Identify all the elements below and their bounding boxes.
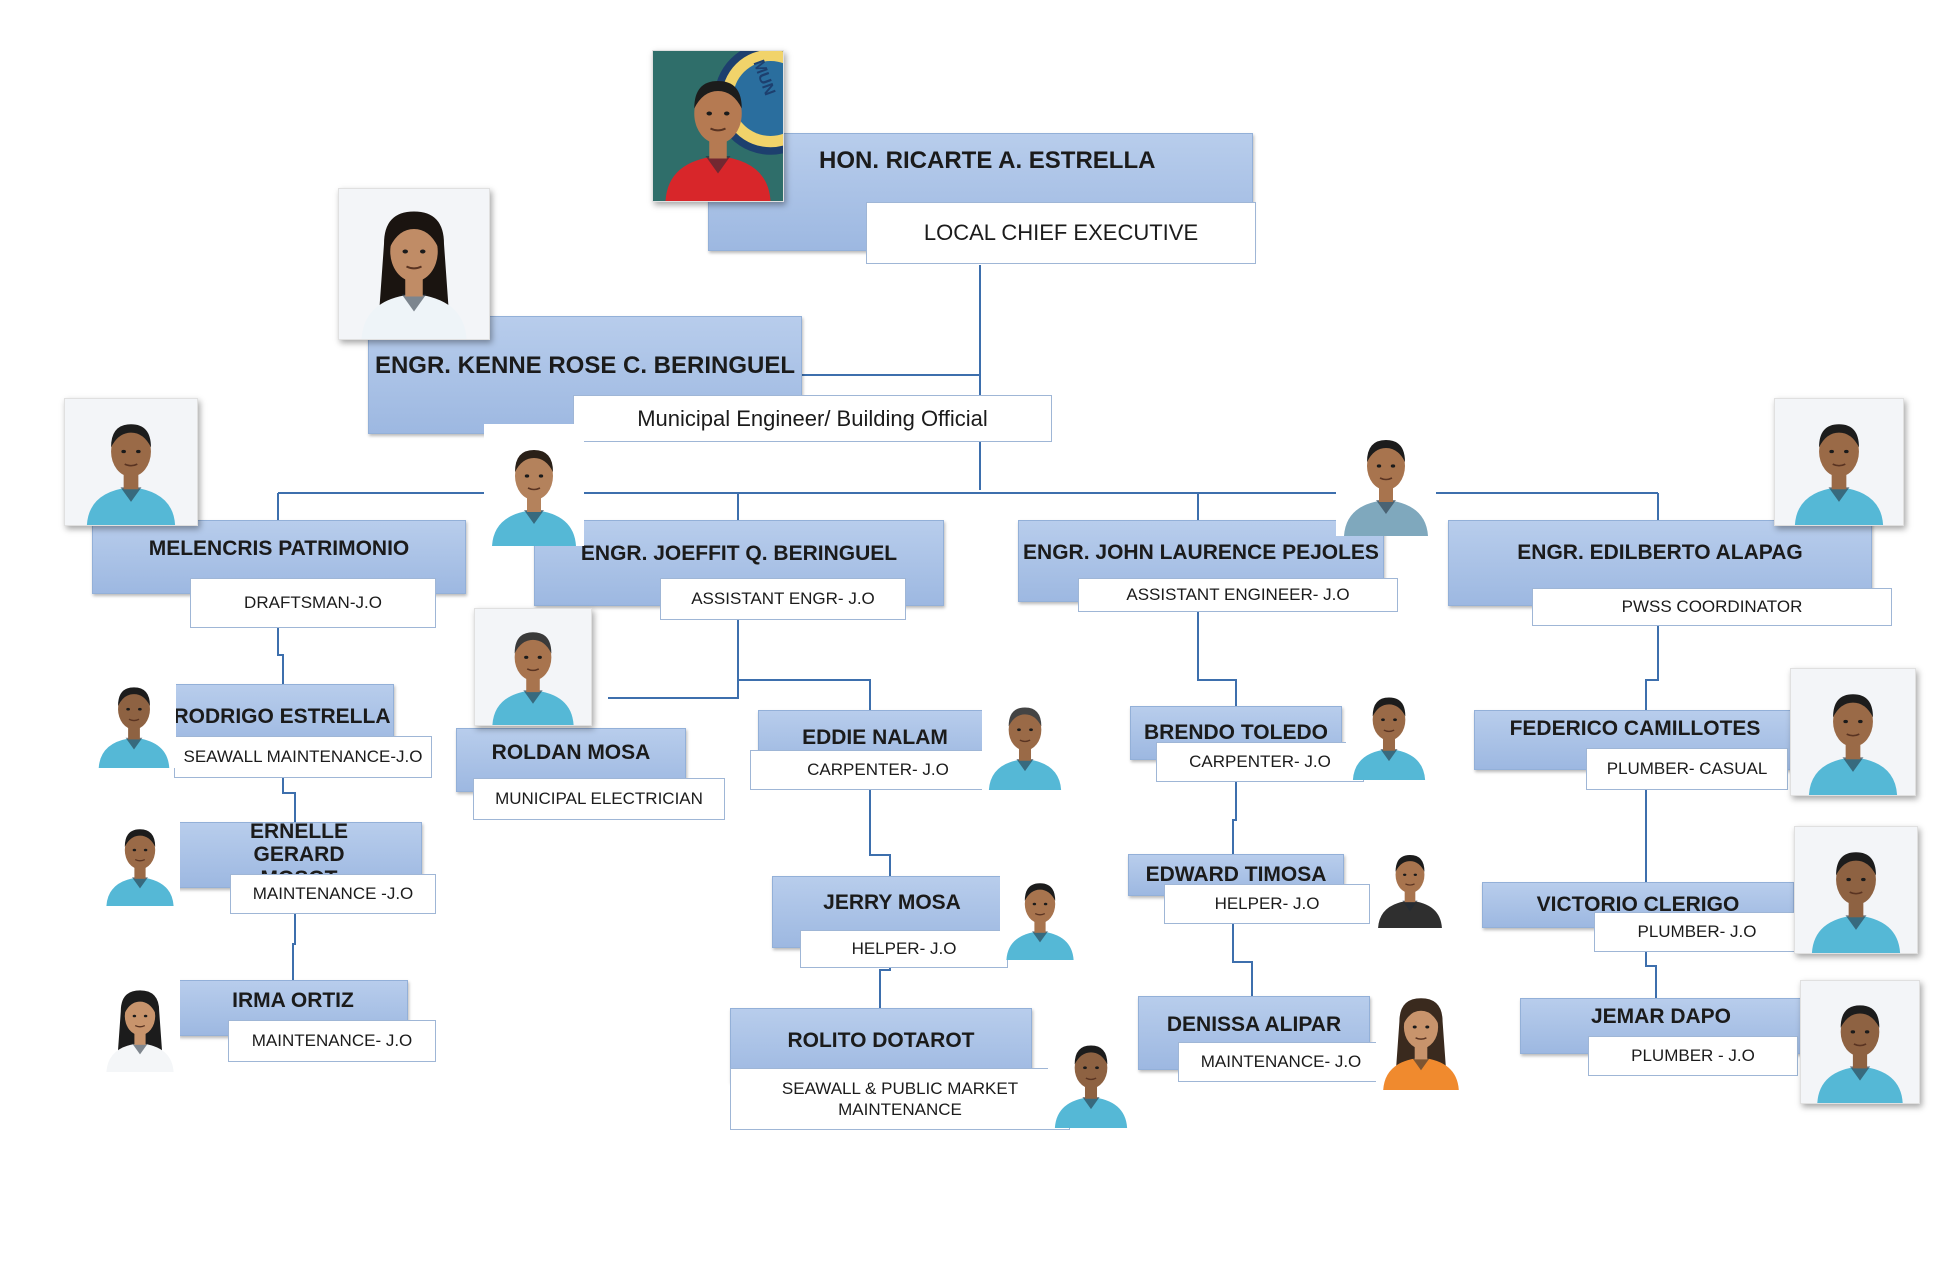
photo-federico <box>1790 668 1916 796</box>
portrait-rodrigo <box>98 687 170 768</box>
portrait-eddie <box>988 707 1062 790</box>
photo-brendo <box>1346 674 1432 780</box>
role-rolito: SEAWALL & PUBLIC MARKET MAINTENANCE <box>730 1068 1070 1130</box>
role-ricarte: LOCAL CHIEF EXECUTIVE <box>866 202 1256 264</box>
portrait-ricarte <box>665 51 783 201</box>
photo-rolito <box>1048 1020 1134 1128</box>
photo-john <box>1336 416 1436 536</box>
name-jemar: JEMAR DAPO <box>1590 1005 1732 1028</box>
role-rodrigo: SEAWALL MAINTENANCE-J.O <box>174 736 432 778</box>
photo-jerry <box>1000 860 1080 960</box>
photo-edward <box>1372 828 1448 928</box>
portrait-joeffit <box>492 450 576 546</box>
role-edilberto: PWSS COORDINATOR <box>1532 588 1892 626</box>
name-john: ENGR. JOHN LAURENCE PEJOLES <box>1023 541 1379 564</box>
role-rolito-text: SEAWALL & PUBLIC MARKET MAINTENANCE <box>781 1078 1019 1119</box>
portrait-rolito <box>1054 1045 1128 1128</box>
name-edward: EDWARD TIMOSA <box>1145 863 1327 887</box>
photo-joeffit <box>484 424 584 546</box>
portrait-jemar <box>1817 1005 1903 1103</box>
connector-melencris-chain <box>277 628 296 980</box>
photo-denissa <box>1376 980 1466 1090</box>
name-victorio: VICTORIO CLERIGO <box>1536 893 1740 917</box>
portrait-kenne <box>361 211 467 339</box>
photo-jemar <box>1800 980 1920 1104</box>
role-edward: HELPER- J.O <box>1164 884 1370 924</box>
connector-john-chain <box>1197 610 1253 996</box>
portrait-edilberto <box>1794 424 1884 525</box>
portrait-brendo <box>1352 697 1426 780</box>
role-jemar: PLUMBER - J.O <box>1588 1036 1798 1076</box>
connector-edilberto-chain <box>1645 625 1659 998</box>
photo-irma <box>100 968 180 1072</box>
name-rodrigo: RODRIGO ESTRELLA <box>173 705 391 728</box>
photo-roldan <box>474 608 592 726</box>
name-melencris: MELENCRIS PATRIMONIO <box>148 537 410 560</box>
name-roldan: ROLDAN MOSA <box>491 741 651 764</box>
role-brendo: CARPENTER- J.O <box>1156 742 1364 782</box>
photo-ricarte: MUN <box>652 50 784 202</box>
role-federico: PLUMBER- CASUAL <box>1586 748 1788 790</box>
portrait-irma <box>106 990 174 1072</box>
portrait-jerry <box>1006 883 1074 960</box>
role-roldan: MUNICIPAL ELECTRICIAN <box>473 778 725 820</box>
portrait-roldan <box>492 632 574 725</box>
name-ricarte: HON. RICARTE A. ESTRELLA <box>819 147 1156 174</box>
portrait-federico <box>1808 694 1898 795</box>
name-eddie: EDDIE NALAM <box>802 726 948 750</box>
name-federico: FEDERICO CAMILLOTES <box>1509 717 1761 740</box>
photo-victorio <box>1794 826 1918 954</box>
role-eddie: CARPENTER- J.O <box>750 750 1006 790</box>
name-joeffit: ENGR. JOEFFIT Q. BERINGUEL <box>580 542 898 565</box>
portrait-denissa <box>1383 998 1459 1090</box>
portrait-edward <box>1378 855 1442 928</box>
portrait-john <box>1344 440 1428 536</box>
connector-joeffit-chain <box>608 620 891 1008</box>
photo-rodrigo <box>92 662 176 768</box>
role-kenne: Municipal Engineer/ Building Official <box>573 395 1052 442</box>
name-kenne: ENGR. KENNE ROSE C. BERINGUEL <box>374 352 796 379</box>
role-ernelle: MAINTENANCE -J.O <box>230 874 436 914</box>
name-edilberto: ENGR. EDILBERTO ALAPAG <box>1517 541 1803 564</box>
name-denissa: DENISSA ALIPAR <box>1166 1013 1342 1036</box>
role-irma: MAINTENANCE- J.O <box>228 1020 436 1062</box>
photo-kenne <box>338 188 490 340</box>
name-brendo: BRENDO TOLEDO <box>1144 721 1328 745</box>
photo-melencris <box>64 398 198 526</box>
portrait-ernelle <box>106 829 174 906</box>
name-jerry: JERRY MOSA <box>823 891 961 914</box>
role-jerry: HELPER- J.O <box>800 930 1008 968</box>
photo-edilberto <box>1774 398 1904 526</box>
portrait-victorio <box>1811 852 1901 953</box>
photo-ernelle <box>100 800 180 906</box>
role-melencris: DRAFTSMAN-J.O <box>190 578 436 628</box>
role-victorio: PLUMBER- J.O <box>1594 912 1800 952</box>
name-irma: IRMA ORTIZ <box>232 989 354 1012</box>
role-john: ASSISTANT ENGINEER- J.O <box>1078 578 1398 612</box>
portrait-melencris <box>86 424 176 525</box>
role-joeffit: ASSISTANT ENGR- J.O <box>660 578 906 620</box>
role-denissa: MAINTENANCE- J.O <box>1178 1042 1384 1082</box>
photo-eddie <box>982 680 1068 790</box>
name-rolito: ROLITO DOTAROT <box>787 1029 975 1052</box>
